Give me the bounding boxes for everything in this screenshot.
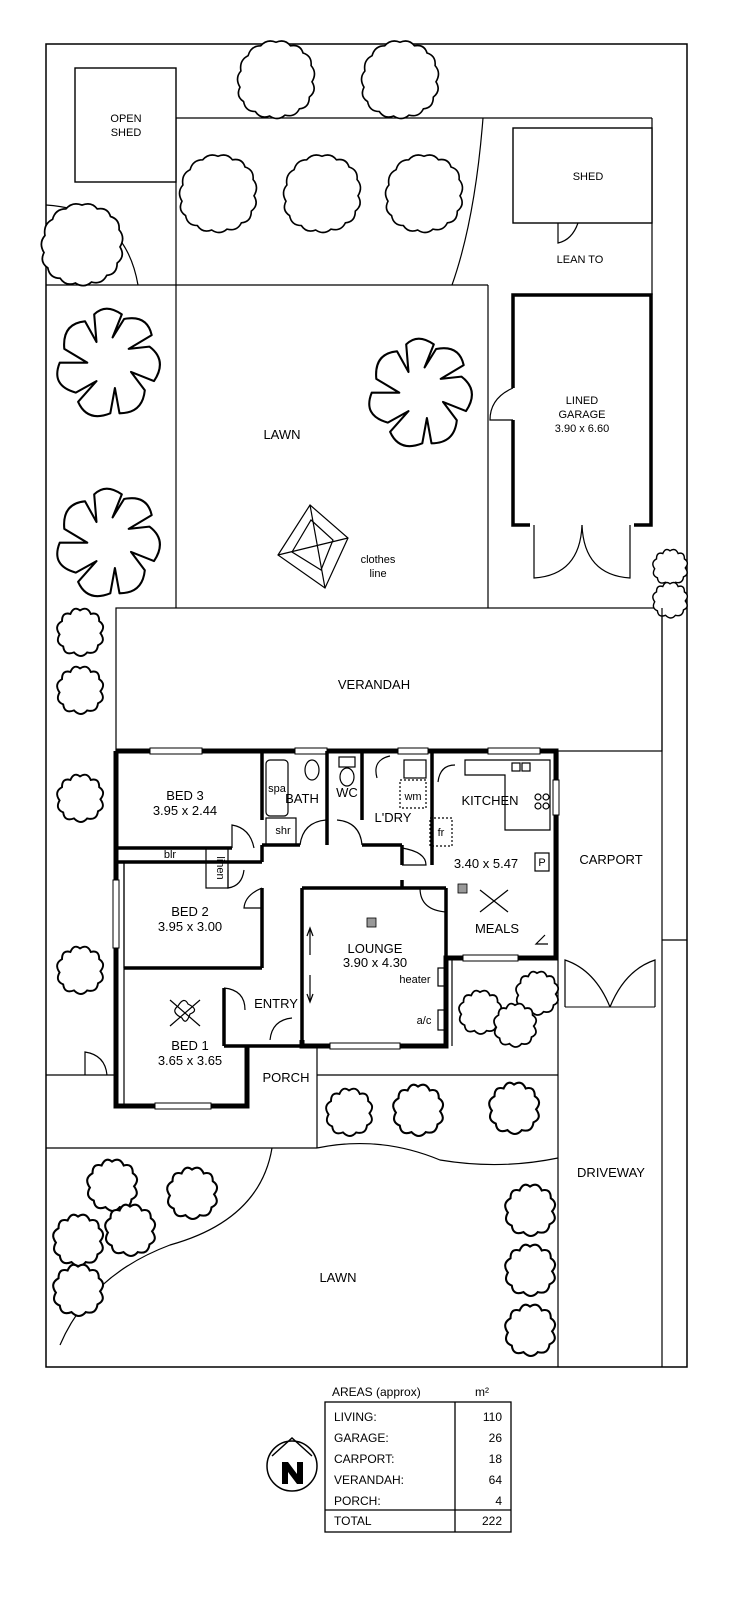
carport-label: CARPORT xyxy=(579,852,642,867)
blr-label: blr xyxy=(164,849,177,861)
open-shed-label-1: OPEN xyxy=(110,113,141,125)
entry-label: ENTRY xyxy=(254,996,298,1011)
fr-label: fr xyxy=(438,827,445,839)
bed3-dims: 3.95 x 2.44 xyxy=(153,803,217,818)
clothes-line-label-1: clothes xyxy=(361,554,396,566)
verandah-label: VERANDAH xyxy=(338,677,410,692)
spa-label: spa xyxy=(268,783,287,795)
linen-label: linen xyxy=(214,856,226,879)
area-row-label: LIVING: xyxy=(334,1410,377,1424)
ceiling-fan-icon xyxy=(169,889,509,1027)
area-row-label: VERANDAH: xyxy=(334,1473,404,1487)
garage-dims: 3.90 x 6.60 xyxy=(555,423,609,435)
area-row-value: 18 xyxy=(489,1452,503,1466)
clothes-line-label-2: line xyxy=(369,568,386,580)
bed1-label: BED 1 xyxy=(171,1038,209,1053)
bath-label: BATH xyxy=(285,791,319,806)
area-row-value: 110 xyxy=(483,1410,502,1424)
areas-unit: m² xyxy=(475,1385,489,1399)
open-shed-label-2: SHED xyxy=(111,127,142,139)
lined-garage xyxy=(511,293,653,527)
area-row-label: GARAGE: xyxy=(334,1431,389,1445)
area-row-value: 26 xyxy=(489,1431,503,1445)
kitchen-label: KITCHEN xyxy=(461,793,518,808)
clothes-line-icon xyxy=(277,504,349,589)
wc-label: WC xyxy=(336,785,358,800)
pantry-label: P xyxy=(538,857,545,869)
bed2-label: BED 2 xyxy=(171,904,209,919)
bed1-dims: 3.65 x 3.65 xyxy=(158,1053,222,1068)
porch-label: PORCH xyxy=(263,1070,310,1085)
kitchen-dims: 3.40 x 5.47 xyxy=(454,856,518,871)
garage-label-1: LINED xyxy=(566,395,598,407)
areas-title: AREAS (approx) xyxy=(332,1385,421,1399)
open-shed xyxy=(74,67,177,183)
heater-label: heater xyxy=(399,974,431,986)
front-lawn-label: LAWN xyxy=(319,1270,356,1285)
ac-label: a/c xyxy=(417,1015,432,1027)
lean-to-label: LEAN TO xyxy=(557,254,604,266)
north-arrow-icon xyxy=(266,1436,318,1492)
bed3-label: BED 3 xyxy=(166,788,204,803)
driveway-label: DRIVEWAY xyxy=(577,1165,645,1180)
bed2-dims: 3.95 x 3.00 xyxy=(158,919,222,934)
meals-label: MEALS xyxy=(475,921,519,936)
total-label: TOTAL xyxy=(334,1514,372,1528)
shr-label: shr xyxy=(275,825,291,837)
area-row-label: CARPORT: xyxy=(334,1452,394,1466)
wm-label: wm xyxy=(403,791,421,803)
shed xyxy=(512,127,653,224)
area-row-value: 4 xyxy=(495,1494,502,1508)
property-boundary xyxy=(45,43,688,1368)
area-row-label: PORCH: xyxy=(334,1494,381,1508)
palm-icon xyxy=(56,307,473,598)
total-value: 222 xyxy=(482,1514,502,1528)
area-row-value: 64 xyxy=(489,1473,503,1487)
lounge-label: LOUNGE xyxy=(348,941,403,956)
ldry-label: L'DRY xyxy=(375,810,412,825)
back-lawn-label: LAWN xyxy=(263,427,300,442)
shed-label: SHED xyxy=(573,171,604,183)
garage-label-2: GARAGE xyxy=(558,409,605,421)
lounge-dims: 3.90 x 4.30 xyxy=(343,955,407,970)
